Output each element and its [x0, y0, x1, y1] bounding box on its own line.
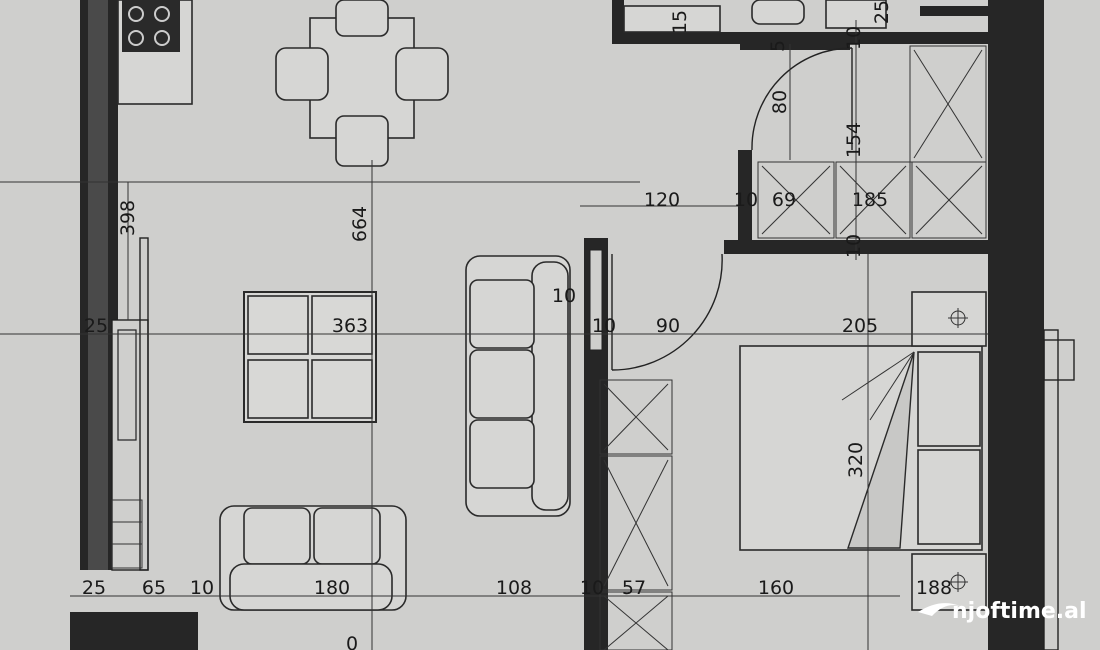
dim-10-e: 10: [580, 577, 604, 599]
dim-10-b: 10: [843, 234, 865, 258]
dimension-labels: 15 25 5 10 80 154 120 10 69 185 10 398 6…: [82, 0, 952, 650]
dim-10-c: 10: [592, 315, 616, 337]
door-swings: [611, 47, 853, 371]
dim-25-bottom: 25: [82, 577, 106, 599]
bathroom-wall: [612, 32, 988, 44]
dim-154: 154: [843, 122, 865, 158]
dim-57: 57: [622, 577, 646, 599]
dim-5: 5: [767, 40, 789, 52]
dim-185: 185: [852, 189, 888, 211]
dim-15: 15: [669, 10, 691, 34]
dim-25-top: 25: [871, 0, 893, 24]
sofa-vertical: [465, 255, 571, 517]
dim-10-d: 10: [190, 577, 214, 599]
sofa-horizontal: [219, 505, 407, 611]
dim-108: 108: [496, 577, 532, 599]
dim-664: 664: [349, 206, 371, 242]
dim-120: 120: [644, 189, 680, 211]
watermark-swoosh-icon: [918, 603, 960, 616]
watermark: njoftime.al: [918, 599, 1087, 624]
wardrobe-units: [599, 45, 987, 650]
dim-10-sofa: 10: [552, 285, 576, 307]
dim-205: 205: [842, 315, 878, 337]
dim-180: 180: [314, 577, 350, 599]
right-exterior-wall: [988, 0, 1044, 650]
dimension-lines: [0, 20, 988, 650]
dim-0: 0: [346, 633, 358, 650]
dim-10-top: 10: [843, 26, 865, 50]
bed: [739, 345, 983, 551]
dim-90: 90: [656, 315, 680, 337]
dim-80: 80: [769, 90, 791, 114]
dim-363: 363: [332, 315, 368, 337]
dim-25-left: 25: [84, 315, 108, 337]
dim-320: 320: [845, 442, 867, 478]
dim-69: 69: [772, 189, 796, 211]
dim-188: 188: [916, 577, 952, 599]
left-shelf: [111, 499, 143, 569]
dim-65: 65: [142, 577, 166, 599]
dim-160: 160: [758, 577, 794, 599]
dining-table: [275, 0, 449, 167]
dim-10-a: 10: [734, 189, 758, 211]
walls: [70, 0, 1075, 650]
bottom-wall-block: [70, 612, 198, 650]
nightstands: [911, 291, 987, 611]
watermark-text: njoftime.al: [952, 599, 1087, 624]
kitchen-stove: [117, 0, 193, 105]
coffee-table: [243, 291, 377, 423]
dim-398: 398: [117, 200, 139, 236]
